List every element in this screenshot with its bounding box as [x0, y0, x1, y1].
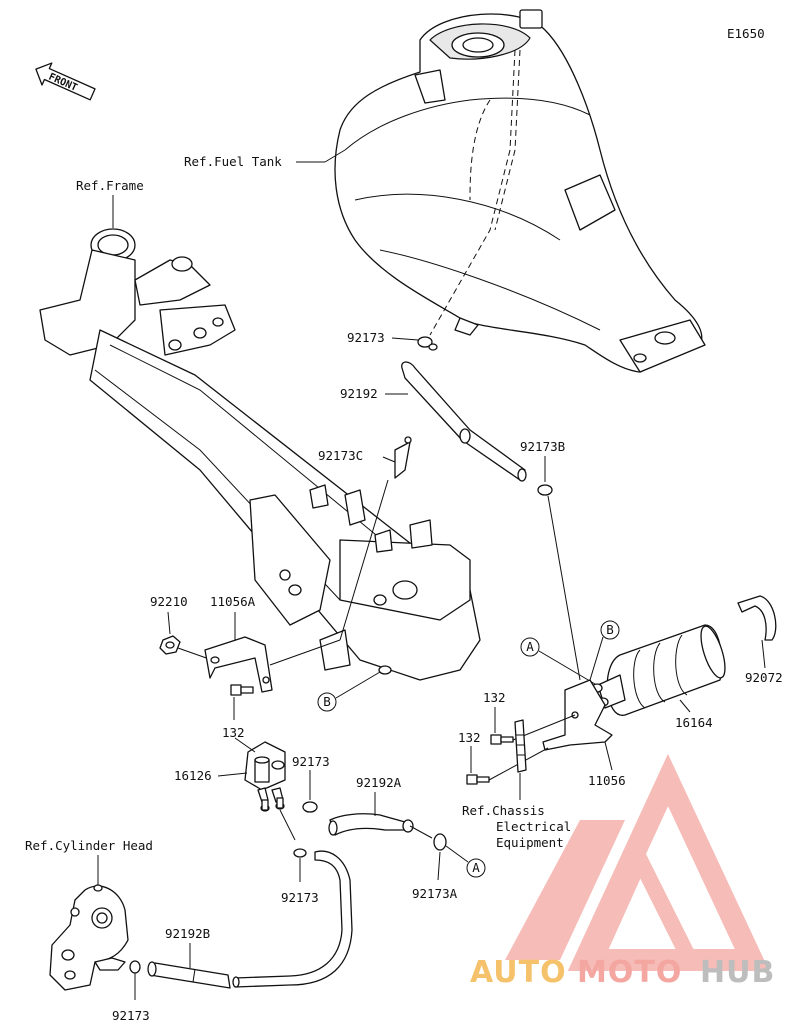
label-92192B: 92192B	[165, 926, 210, 941]
label-92192: 92192	[340, 386, 378, 401]
ref-chassis-line3: Equipment	[496, 835, 564, 850]
label-92173-low: 92173	[281, 890, 319, 905]
label-92173A: 92173A	[412, 886, 458, 901]
clip-92173C	[394, 436, 412, 479]
leader-92173B-2	[547, 495, 581, 681]
clamp-92173-top	[417, 336, 438, 351]
ref-chassis-line1: Ref.Chassis	[462, 803, 545, 818]
label-92173C: 92173C	[318, 448, 363, 463]
leader-92072	[761, 639, 766, 669]
label-92210: 92210	[150, 594, 188, 609]
label-16126: 16126	[174, 768, 212, 783]
strap-92072	[737, 595, 777, 641]
leader-16164	[679, 699, 691, 713]
leader-a-top	[538, 650, 596, 685]
bolt-132-left	[230, 684, 254, 696]
leader-16126	[217, 772, 248, 777]
bolt-132-right-a	[490, 734, 514, 745]
leader-11056A-2	[269, 639, 341, 666]
clamp-92173-bottom	[129, 960, 141, 974]
marker-a-top: A	[520, 637, 540, 657]
bolt-132-right-b	[466, 774, 490, 785]
marker-b-top: B	[600, 620, 620, 640]
label-132-right-b: 132	[458, 730, 481, 745]
frame	[39, 228, 481, 681]
clamp-92173-low	[293, 848, 307, 858]
label-92072: 92072	[745, 670, 783, 685]
ref-fuel-tank-label: Ref.Fuel Tank	[184, 154, 282, 169]
clamp-92173A	[433, 833, 447, 851]
hose-92192A	[328, 813, 414, 836]
cylinder-head-fitting	[49, 884, 129, 991]
diagram-id: E1650	[727, 26, 765, 41]
fuel-tank	[334, 9, 706, 373]
label-132-left: 132	[222, 725, 245, 740]
ref-chassis-line2: Electrical	[496, 819, 571, 834]
label-132-right-a: 132	[483, 690, 506, 705]
leader-92173-top	[391, 337, 419, 341]
marker-b-bottom-text: B	[323, 694, 331, 709]
leader-92173C	[382, 456, 396, 463]
hose-92192	[401, 361, 527, 482]
leader-11056	[604, 741, 613, 771]
label-92173-top: 92173	[347, 330, 385, 345]
marker-b-bottom: B	[317, 692, 337, 712]
bracket-11056A	[204, 636, 273, 693]
label-92173-bottom: 92173	[112, 1008, 150, 1023]
leader-b-bottom	[335, 671, 381, 699]
ref-cylinder-head-label: Ref.Cylinder Head	[25, 838, 153, 853]
watermark-hub: HUB	[700, 955, 775, 990]
label-92173-mid: 92173	[292, 754, 330, 769]
canister-16164	[591, 624, 726, 716]
nut-92210	[159, 635, 181, 655]
leader-b-top	[589, 636, 604, 681]
leader-92173C-2	[339, 479, 389, 641]
clamp-92173B	[537, 484, 553, 496]
automotohub-watermark: AUTO MOTO HUB	[470, 753, 775, 990]
hose-long	[232, 850, 353, 988]
leader-a-bottom	[445, 845, 469, 863]
leader-fuel-tank-2	[324, 149, 346, 163]
front-arrow-icon: FRONT	[35, 62, 96, 101]
label-92173B: 92173B	[520, 439, 565, 454]
watermark-logo-icon	[505, 753, 770, 971]
label-92192A: 92192A	[356, 775, 402, 790]
clamp-92173-mid	[302, 801, 318, 813]
leader-92173A	[437, 851, 441, 881]
leader-92210	[167, 611, 171, 635]
watermark-moto: MOTO	[577, 955, 682, 990]
label-11056: 11056	[588, 773, 626, 788]
chassis-strap	[514, 719, 527, 773]
hose-92192B	[147, 961, 231, 989]
valve-16126	[244, 741, 286, 812]
marker-a-top-text: A	[526, 639, 534, 654]
marker-a-bottom: A	[466, 858, 486, 878]
leader-92173A-hose	[409, 825, 433, 839]
marker-a-bottom-text: A	[472, 860, 480, 875]
marker-b-top-text: B	[606, 622, 614, 637]
watermark-auto: AUTO	[470, 955, 567, 990]
label-16164: 16164	[675, 715, 713, 730]
ref-frame-label: Ref.Frame	[76, 178, 144, 193]
leader-132-to-valve	[234, 737, 256, 753]
label-11056A: 11056A	[210, 594, 256, 609]
leader-valve-clamp	[279, 809, 296, 841]
